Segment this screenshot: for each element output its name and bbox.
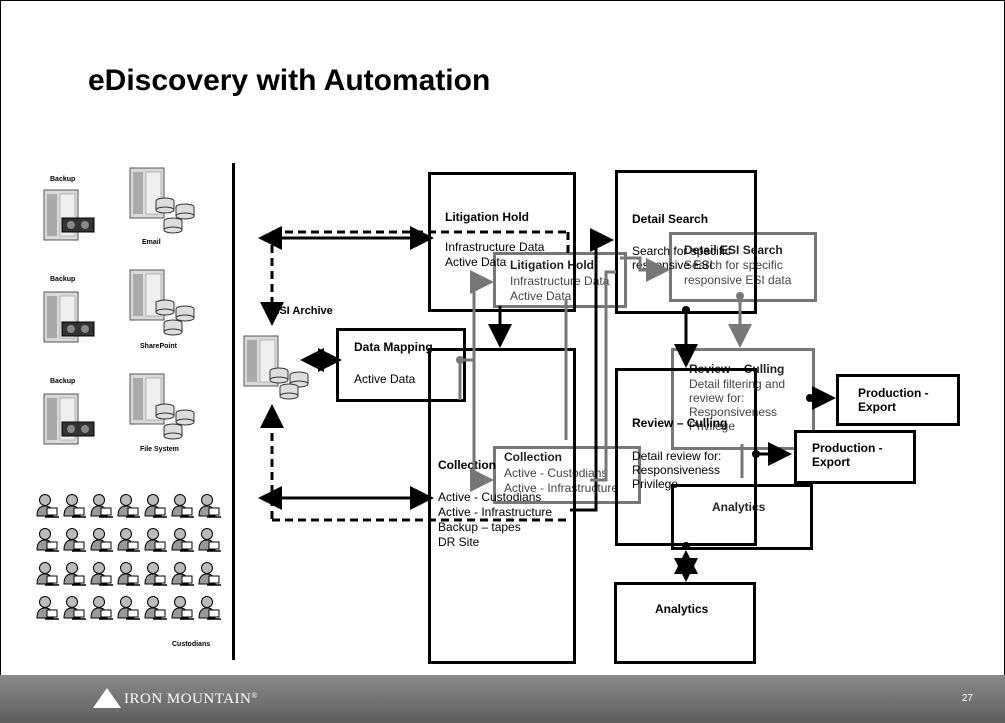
file-system-label: File System bbox=[140, 446, 179, 453]
custodians-label: Custodians bbox=[172, 641, 211, 648]
collection-line-3: Backup – tapes bbox=[438, 520, 521, 534]
dashed-hold-loop bbox=[270, 230, 570, 522]
separator-line bbox=[232, 163, 235, 660]
ghost-production-export-title-1: Production - bbox=[812, 441, 883, 455]
ghost-litigation-hold-box bbox=[493, 252, 627, 308]
logo-text: IRON MOUNTAIN® bbox=[124, 691, 258, 708]
backup-label-2: Backup bbox=[50, 276, 76, 283]
sharepoint-label: SharePoint bbox=[140, 343, 177, 350]
production-export-title-1: Production - bbox=[858, 386, 929, 400]
page-number: 27 bbox=[961, 693, 973, 704]
logo-registered: ® bbox=[251, 691, 258, 700]
logo-text-main: IRON MOUNTAIN bbox=[124, 691, 252, 707]
ghost-detail-esi-search-title: Detail ESI Search bbox=[684, 243, 783, 257]
ghost-collection-line-1: Active - Custodians bbox=[504, 466, 608, 480]
backup-label-1: Backup bbox=[50, 176, 76, 183]
review-culling-line-2: Responsiveness bbox=[632, 463, 721, 477]
slide-title: eDiscovery with Automation bbox=[88, 64, 491, 97]
ghost-collection-line-2: Active - Infrastructure bbox=[504, 481, 619, 495]
ghost-production-export-box bbox=[794, 430, 916, 484]
ghost-analytics-title: Analytics bbox=[712, 500, 766, 514]
litigation-hold-line-1: Infrastructure Data bbox=[445, 240, 545, 254]
esi-archive-label: ESI Archive bbox=[272, 305, 333, 317]
collection-line-4: DR Site bbox=[438, 535, 480, 549]
litigation-hold-title: Litigation Hold bbox=[445, 210, 529, 224]
data-mapping-line-1: Active Data bbox=[354, 372, 416, 386]
ghost-review-culling-line-1: Detail filtering and bbox=[689, 377, 786, 391]
ghost-litigation-hold-title: Litigation Hold bbox=[510, 258, 594, 272]
ghost-production-export-title-2: Export bbox=[812, 455, 851, 469]
review-culling-line-1: Detail review for: bbox=[632, 449, 722, 463]
ghost-analytics-box bbox=[671, 484, 813, 550]
ghost-litigation-hold-line-1: Infrastructure Data bbox=[510, 274, 610, 288]
ghost-collection-title: Collection bbox=[504, 450, 563, 464]
production-export-title-2: Export bbox=[858, 400, 897, 414]
analytics-box bbox=[614, 582, 756, 664]
collection-line-2: Active - Infrastructure bbox=[438, 505, 553, 519]
review-culling-title: Review – Culling bbox=[632, 416, 728, 430]
ghost-detail-esi-search-line-2: responsive ESI data bbox=[684, 273, 792, 287]
mountain-logo-icon bbox=[93, 688, 121, 708]
litigation-hold-line-2: Active Data bbox=[445, 255, 507, 269]
analytics-title: Analytics bbox=[655, 602, 709, 616]
production-export-box bbox=[836, 374, 960, 426]
collection-line-1: Active - Custodians bbox=[438, 490, 542, 504]
ghost-collection-box bbox=[493, 446, 641, 504]
review-culling-line-3: Privilege bbox=[632, 477, 679, 491]
ghost-review-culling-line-2: review for: bbox=[689, 391, 745, 405]
backup-label-3: Backup bbox=[50, 378, 76, 385]
ghost-detail-esi-search-line-1: Search for specific bbox=[684, 258, 783, 272]
data-mapping-title: Data Mapping bbox=[354, 340, 433, 354]
footer-bar: IRON MOUNTAIN® 27 bbox=[0, 675, 1005, 723]
ghost-detail-esi-search-box bbox=[669, 232, 817, 302]
ghost-litigation-hold-line-2: Active Data bbox=[510, 289, 572, 303]
email-label: Email bbox=[142, 239, 161, 246]
detail-search-title: Detail Search bbox=[632, 212, 709, 226]
detail-search-line-1: Search for specific bbox=[632, 244, 731, 258]
ghost-review-culling-line-4: Privilege bbox=[689, 419, 736, 433]
